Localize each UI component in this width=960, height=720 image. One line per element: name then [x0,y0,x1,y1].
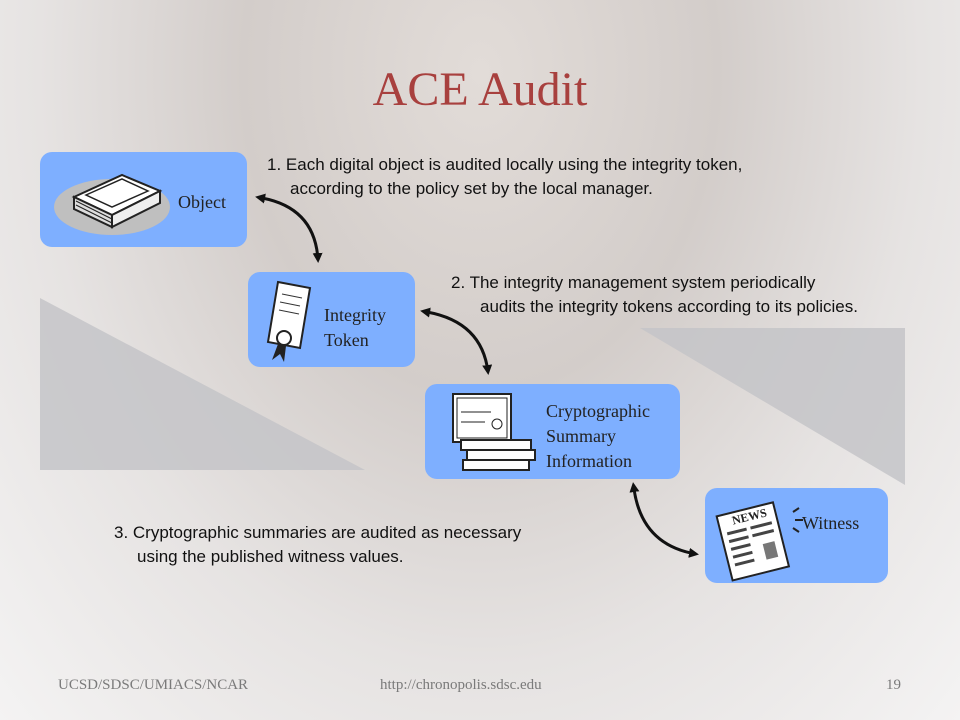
note-3-line-1: 3. Cryptographic summaries are audited a… [114,523,522,542]
integrity-token-label-2: Token [324,330,369,350]
note-1: 1. Each digital object is audited locall… [267,153,742,201]
note-1-line-1: 1. Each digital object is audited locall… [267,155,743,174]
note-3: 3. Cryptographic summaries are audited a… [114,521,521,569]
documents-icon [54,173,170,235]
witness-box: NEWS Witness [705,488,888,583]
crypto-label-2: Summary [546,426,616,446]
integrity-token-box: Integrity Token [248,272,415,367]
note-2: 2. The integrity management system perio… [451,271,858,319]
crypto-summary-box: Cryptographic Summary Information [425,384,680,479]
object-label: Object [178,192,226,212]
crypto-label-3: Information [546,451,632,471]
object-box: Object [40,152,247,247]
integrity-token-label-1: Integrity [324,305,386,325]
arrow-crypto-witness [629,482,699,558]
footer-left: UCSD/SDSC/UMIACS/NCAR [58,677,249,693]
certificate-ribbon-icon [266,280,312,362]
footer-url: http://chronopolis.sdsc.edu [380,677,542,693]
note-3-line-2: using the published witness values. [137,547,404,566]
certificate-books-icon [452,393,536,471]
note-2-line-2: audits the integrity tokens according to… [480,297,858,316]
note-1-line-2: according to the policy set by the local… [290,179,653,198]
arrow-token-crypto [420,307,493,375]
arrow-object-token [255,193,323,263]
slide-title: ACE Audit [372,63,588,116]
witness-label: Witness [802,513,860,533]
note-2-line-1: 2. The integrity management system perio… [451,273,816,292]
crypto-label-1: Cryptographic [546,401,650,421]
newspaper-icon: NEWS [715,501,803,582]
page-number: 19 [886,677,901,693]
